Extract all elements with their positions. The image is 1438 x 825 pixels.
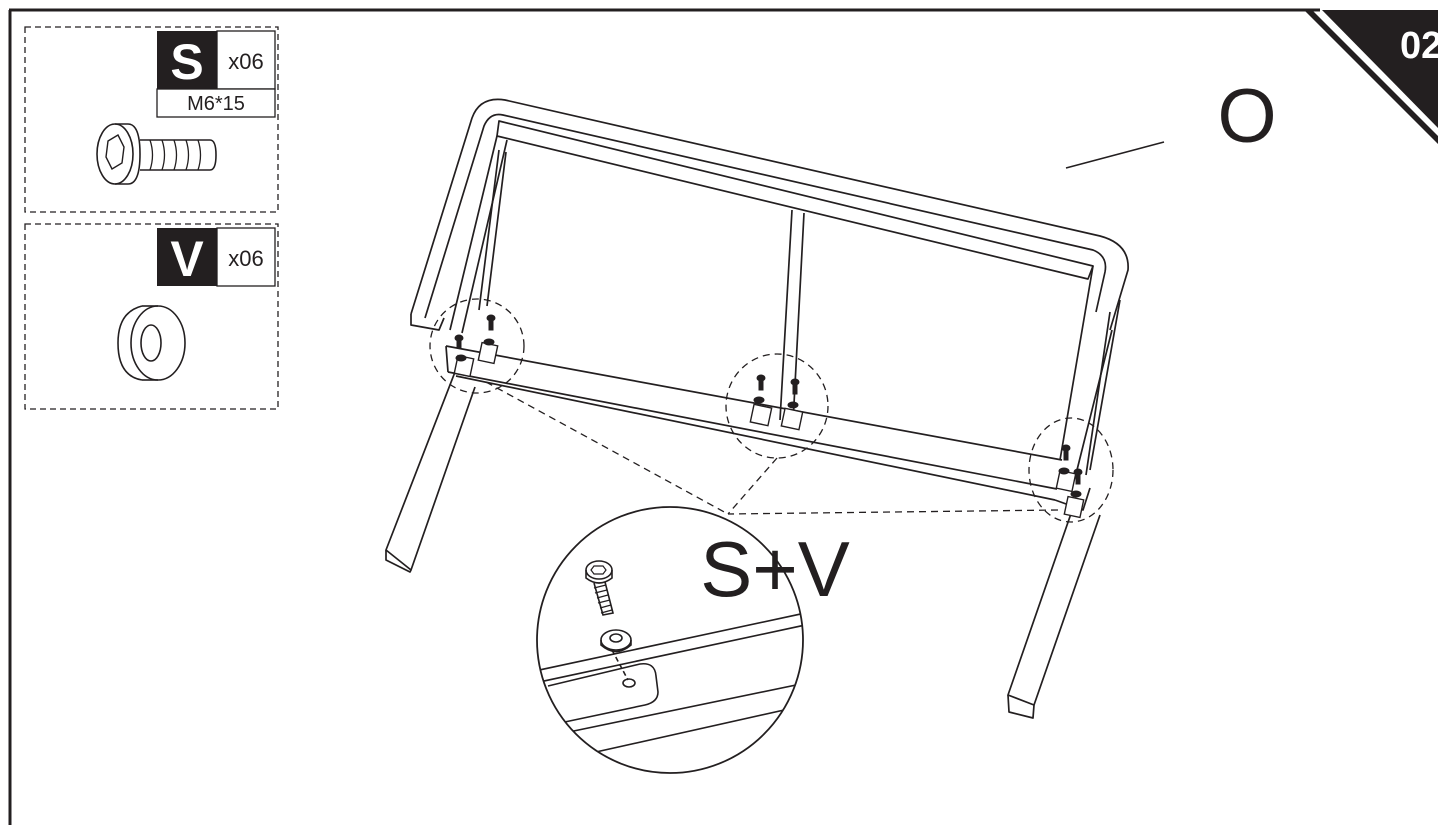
washer-icon: [117, 305, 186, 381]
step-corner-tab: 02: [1304, 10, 1438, 144]
detail-label-sv: S+V: [700, 525, 850, 613]
part-box-v: V x06: [24, 223, 279, 410]
part-spec-s: M6*15: [187, 93, 245, 115]
bolt-icon: [96, 123, 217, 185]
part-box-s: S x06 M6*15: [24, 26, 279, 213]
part-o-callout: O: [1065, 74, 1277, 169]
page-frame: [8, 8, 1320, 825]
part-quantity-s: x06: [228, 49, 263, 74]
mounting-brackets: [453, 341, 1085, 519]
detail-callouts: [429, 298, 1114, 523]
frame-bolts: [454, 314, 1083, 498]
table-frame: [385, 98, 1129, 719]
part-quantity-v: x06: [228, 246, 263, 271]
part-letter-s: S: [170, 34, 203, 90]
part-letter-v: V: [170, 231, 204, 287]
part-label-o: O: [1217, 74, 1276, 159]
step-number: 02: [1400, 25, 1438, 67]
detail-magnifier: [536, 506, 804, 774]
